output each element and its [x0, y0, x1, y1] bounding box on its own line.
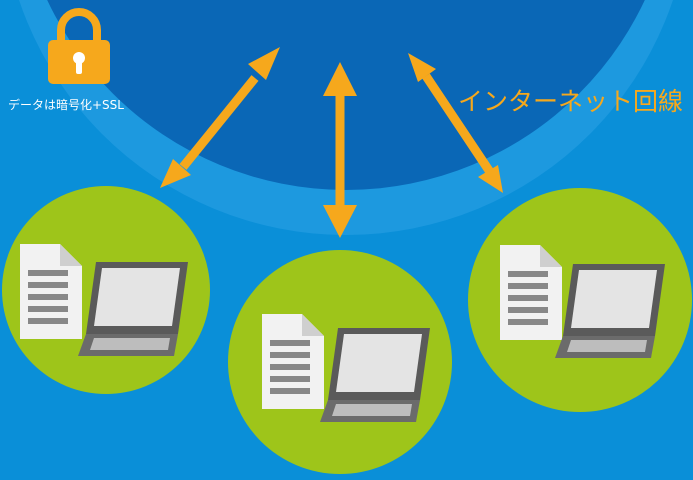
laptop-icon	[555, 264, 665, 358]
padlock-icon	[48, 8, 110, 84]
encryption-caption: データは暗号化+SSL	[8, 98, 124, 112]
laptop-icon	[320, 328, 430, 422]
laptop-icon	[78, 262, 188, 356]
document-icon	[262, 314, 324, 409]
document-icon	[500, 245, 562, 340]
internet-line-label: インターネット回線	[458, 87, 684, 116]
document-icon	[20, 244, 82, 339]
arrow-center	[323, 62, 357, 238]
arrow-left	[160, 47, 280, 188]
arrow-right	[408, 53, 503, 193]
